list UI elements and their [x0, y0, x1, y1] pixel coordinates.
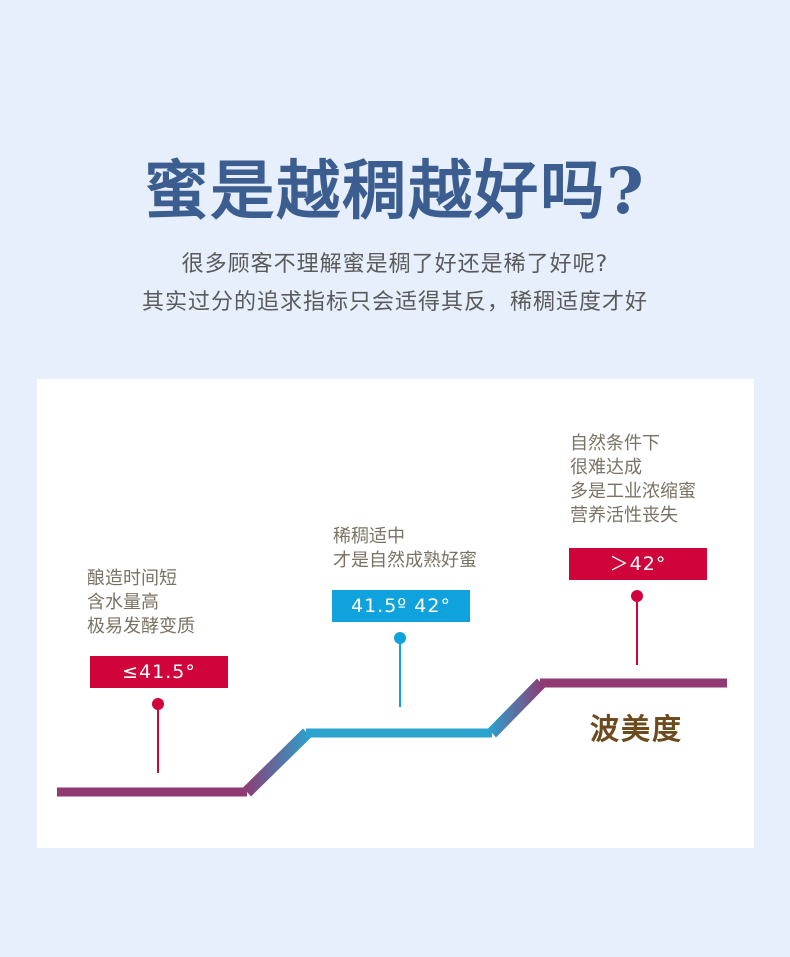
- stage-low-note: 酿造时间短 含水量高 极易发酵变质: [87, 567, 195, 639]
- stage-high-line: 自然条件下: [570, 433, 660, 454]
- stage-mid-line: 稀稠适中: [333, 526, 405, 547]
- pin-dot-high: [631, 590, 643, 602]
- pin-dot-mid: [394, 632, 406, 644]
- stage-mid-note: 稀稠适中 才是自然成熟好蜜: [333, 525, 477, 573]
- subtitle-line-2: 其实过分的追求指标只会适得其反，稀稠适度才好: [141, 290, 648, 315]
- step-ramp-2: [488, 678, 545, 738]
- subtitle-line-1: 很多顾客不理解蜜是稠了好还是稀了好呢?: [181, 252, 609, 277]
- stage-low-line: 极易发酵变质: [87, 616, 195, 637]
- stage-high-badge: ＞42°: [569, 548, 707, 580]
- baume-label: 波美度: [590, 712, 684, 746]
- stage-low-line: 酿造时间短: [87, 568, 177, 589]
- stage-high-line: 多是工业浓缩蜜: [570, 481, 696, 502]
- stage-high-note: 自然条件下 很难达成 多是工业浓缩蜜 营养活性丧失: [570, 432, 696, 528]
- pin-dot-low: [152, 698, 164, 710]
- stage-mid-badge: 41.5º 42°: [332, 590, 470, 622]
- page-title: 蜜是越稠越好吗?: [144, 154, 646, 229]
- stage-low-line: 含水量高: [87, 592, 159, 613]
- stage-low-badge: ≤41.5°: [90, 656, 228, 688]
- stage-high-line: 很难达成: [570, 457, 642, 478]
- stage-high-line: 营养活性丧失: [570, 505, 678, 526]
- step-ramp-1: [243, 728, 311, 797]
- stage-mid-line: 才是自然成熟好蜜: [333, 550, 477, 571]
